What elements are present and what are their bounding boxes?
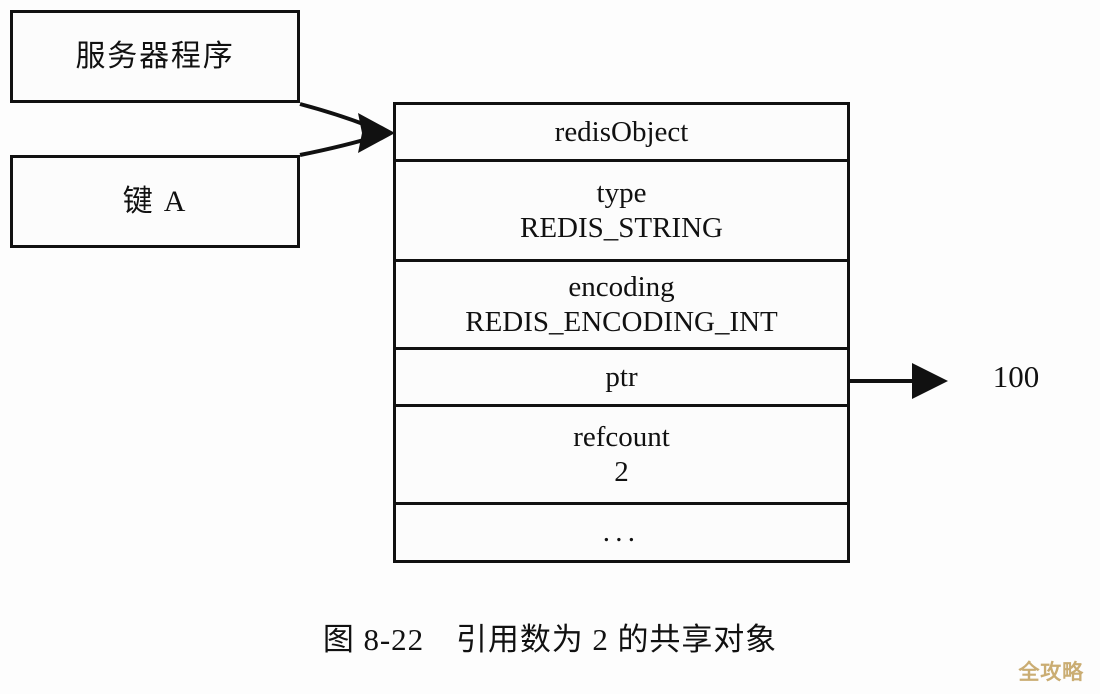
arrowhead-ptr-to-value bbox=[912, 363, 948, 399]
arrowhead-into-redis-object bbox=[358, 113, 395, 153]
redis-object-type-row: type REDIS_STRING bbox=[396, 162, 847, 262]
ellipsis-label: ... bbox=[602, 516, 641, 548]
redis-object-ptr-row: ptr bbox=[396, 350, 847, 407]
watermark-label: 全攻略 bbox=[1018, 661, 1084, 684]
type-field-name: type bbox=[596, 177, 647, 210]
ptr-target-value: 100 bbox=[992, 359, 1040, 394]
server-program-box: 服务器程序 bbox=[10, 10, 300, 103]
encoding-field-value: REDIS_ENCODING_INT bbox=[465, 305, 778, 338]
refcount-field-name: refcount bbox=[573, 421, 670, 454]
redis-object-encoding-row: encoding REDIS_ENCODING_INT bbox=[396, 262, 847, 350]
arrow-line-server-to-object bbox=[299, 102, 382, 133]
redis-object-header-label: redisObject bbox=[554, 115, 689, 148]
figure-caption: 图 8-22 引用数为 2 的共享对象 bbox=[322, 622, 778, 657]
key-a-box: 键 A bbox=[10, 155, 300, 248]
encoding-field-name: encoding bbox=[568, 271, 675, 304]
type-field-value: REDIS_STRING bbox=[519, 211, 723, 244]
key-a-label: 键 A bbox=[122, 184, 188, 218]
server-program-label: 服务器程序 bbox=[75, 39, 235, 73]
ptr-field-name: ptr bbox=[605, 360, 638, 393]
redis-object-table: redisObject type REDIS_STRING encoding R… bbox=[393, 102, 850, 563]
redis-object-more-row: ... bbox=[396, 505, 847, 560]
arrow-line-key-to-object bbox=[299, 133, 382, 157]
redis-object-refcount-row: refcount 2 bbox=[396, 407, 847, 505]
redis-object-header-row: redisObject bbox=[396, 105, 847, 162]
refcount-field-value: 2 bbox=[614, 455, 629, 488]
